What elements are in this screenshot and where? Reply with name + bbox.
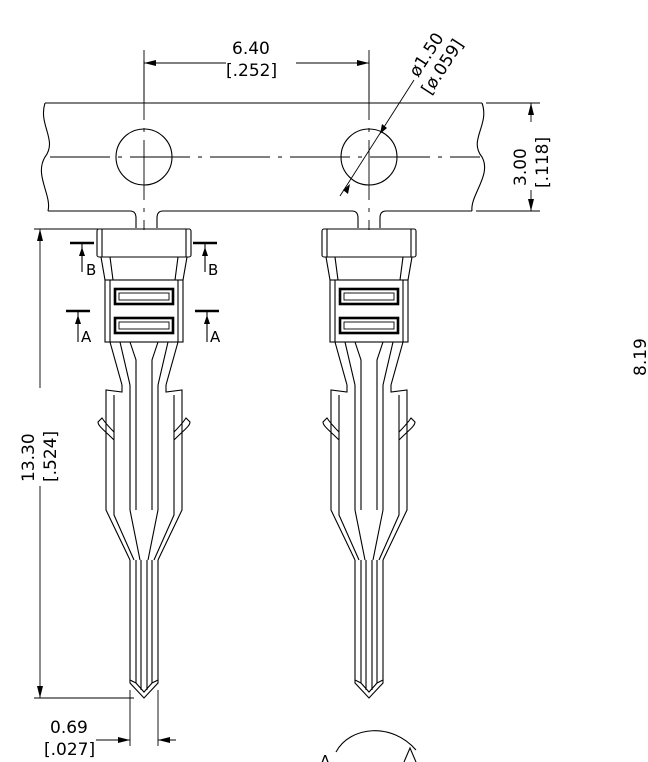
dimension-partial-right: 8.19 [631, 338, 648, 376]
dimension-length: 13.30 [.524] [16, 228, 134, 699]
dimension-hole-diameter: ø1.50 [ø.059] [339, 29, 468, 197]
terminal-left [95, 227, 193, 700]
partial-right-text: 8.19 [631, 338, 648, 376]
section-marker-a: A A [66, 309, 221, 346]
section-marker-b: B B [70, 241, 218, 279]
pitch-metric: 6.40 [232, 39, 270, 59]
strip-width-imperial: [.118] [533, 137, 553, 188]
section-label-a-right: A [210, 328, 221, 346]
partial-detail-label: A [320, 752, 331, 762]
dimension-pin-width: 0.69 [.027] [44, 690, 176, 760]
pin-width-metric: 0.69 [50, 718, 88, 738]
partial-detail-bottom: A [320, 730, 417, 762]
dimension-pitch: 6.40 [.252] [143, 34, 370, 100]
dimension-strip-width: 3.00 [.118] [476, 102, 554, 212]
section-label-a-left: A [81, 328, 92, 346]
pin-width-imperial: [.027] [44, 740, 95, 760]
length-imperial: [.524] [41, 431, 61, 482]
section-label-b-left: B [86, 261, 96, 279]
section-label-b-right: B [208, 261, 218, 279]
length-metric: 13.30 [19, 433, 39, 482]
terminal-right [320, 227, 418, 700]
strip-width-metric: 3.00 [511, 148, 531, 186]
pitch-imperial: [.252] [226, 61, 277, 81]
